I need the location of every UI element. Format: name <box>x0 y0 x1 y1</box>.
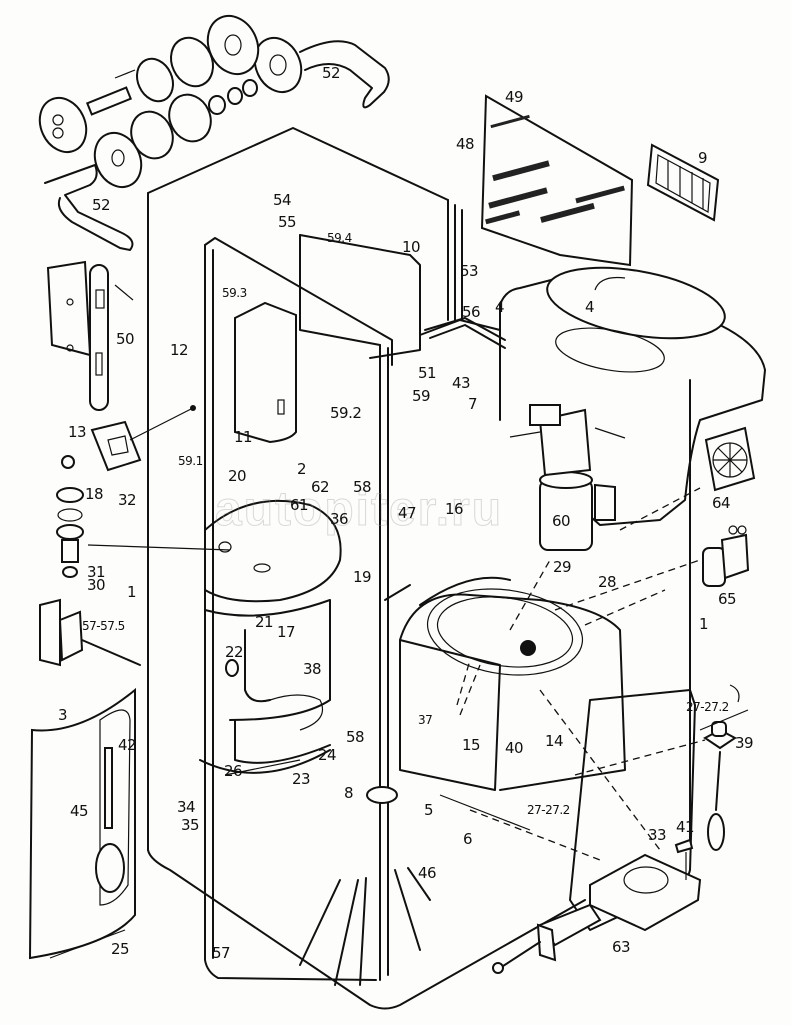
part-label-57-57-5: 57-57.5 <box>82 619 125 633</box>
sink-and-water-tank <box>199 499 342 776</box>
part-label-58: 58 <box>346 728 365 746</box>
part-label-3: 3 <box>58 706 68 724</box>
part-label-21: 21 <box>255 613 274 631</box>
part-label-16: 16 <box>445 500 464 518</box>
part-label-41: 41 <box>676 818 695 836</box>
part-label-59-2: 59.2 <box>330 404 362 422</box>
part-label-59-3: 59.3 <box>222 286 247 300</box>
support-rods <box>299 379 691 986</box>
part-label-54: 54 <box>273 191 292 209</box>
part-label-7: 7 <box>468 395 478 413</box>
cabinet-body <box>147 127 586 1010</box>
door-lock <box>46 260 134 411</box>
part-label-27-27-2: 27-27.2 <box>527 803 570 817</box>
part-label-40: 40 <box>505 739 524 757</box>
part-label-43: 43 <box>452 374 471 392</box>
part-label-37: 37 <box>418 713 433 727</box>
part-label-28: 28 <box>598 573 617 591</box>
part-label-1: 1 <box>699 615 709 633</box>
fan-unit <box>704 426 756 492</box>
part-label-23: 23 <box>292 770 311 788</box>
part-label-59: 59 <box>412 387 431 405</box>
part-label-4: 4 <box>585 298 595 316</box>
part-label-4: 4 <box>495 298 505 316</box>
capacitor <box>702 525 750 587</box>
part-label-5: 5 <box>424 801 434 819</box>
part-label-51: 51 <box>418 364 437 382</box>
part-label-64: 64 <box>712 494 731 512</box>
outlet-flange <box>492 838 702 974</box>
part-label-42: 42 <box>118 736 137 754</box>
water-pump <box>509 404 626 551</box>
part-label-48: 48 <box>456 135 475 153</box>
toilet-bowl-unit <box>499 266 766 526</box>
part-label-38: 38 <box>303 660 322 678</box>
part-label-61: 61 <box>290 496 309 514</box>
light-switch <box>90 405 196 472</box>
part-label-2: 2 <box>297 460 307 478</box>
part-label-17: 17 <box>277 623 296 641</box>
part-label-10: 10 <box>402 238 421 256</box>
part-label-20: 20 <box>228 467 247 485</box>
part-label-47: 47 <box>398 504 417 522</box>
part-label-49: 49 <box>505 88 524 106</box>
part-label-52: 52 <box>92 196 111 214</box>
part-label-19: 19 <box>353 568 372 586</box>
part-label-30: 30 <box>87 576 106 594</box>
part-label-25: 25 <box>111 940 130 958</box>
vent-grille <box>646 143 720 222</box>
part-label-1: 1 <box>127 583 137 601</box>
part-label-22: 22 <box>225 643 244 661</box>
part-label-39: 39 <box>735 734 754 752</box>
part-label-52: 52 <box>322 64 341 82</box>
part-label-46: 46 <box>418 864 437 882</box>
part-label-56: 56 <box>462 303 481 321</box>
watermark: autopiter.ru <box>214 483 504 537</box>
part-label-59-1: 59.1 <box>178 454 203 468</box>
part-label-65: 65 <box>718 590 737 608</box>
part-label-58: 58 <box>353 478 372 496</box>
part-label-62: 62 <box>311 478 330 496</box>
drain-fitting-parts <box>56 455 231 578</box>
part-label-31: 31 <box>87 563 106 581</box>
part-label-6: 6 <box>463 830 473 848</box>
part-label-59-4: 59.4 <box>327 231 352 245</box>
part-label-57: 57 <box>212 944 231 962</box>
part-label-45: 45 <box>70 802 89 820</box>
part-label-29: 29 <box>553 558 572 576</box>
part-label-27-27-2: 27-27.2 <box>686 700 729 714</box>
waste-cassette <box>384 576 626 791</box>
part-label-63: 63 <box>612 938 631 956</box>
part-label-8: 8 <box>344 784 354 802</box>
part-label-33: 33 <box>648 826 667 844</box>
part-label-26: 26 <box>224 762 243 780</box>
side-cover-with-brush <box>28 598 141 960</box>
part-label-18: 18 <box>85 485 104 503</box>
part-label-12: 12 <box>170 341 189 359</box>
part-label-32: 32 <box>118 491 137 509</box>
part-label-53: 53 <box>460 262 479 280</box>
mirror-panel <box>480 94 634 267</box>
part-label-14: 14 <box>545 732 564 750</box>
part-label-50: 50 <box>116 330 135 348</box>
part-label-15: 15 <box>462 736 481 754</box>
part-label-34: 34 <box>177 798 196 816</box>
leader-lines <box>439 487 706 861</box>
locking-rod <box>699 684 749 851</box>
part-label-55: 55 <box>278 213 297 231</box>
part-label-60: 60 <box>552 512 571 530</box>
part-label-36: 36 <box>330 510 349 528</box>
part-label-24: 24 <box>318 746 337 764</box>
part-label-35: 35 <box>181 816 200 834</box>
door-handle-assembly <box>38 14 390 251</box>
part-label-11: 11 <box>234 428 253 446</box>
part-label-13: 13 <box>68 423 87 441</box>
part-label-9: 9 <box>698 149 708 167</box>
